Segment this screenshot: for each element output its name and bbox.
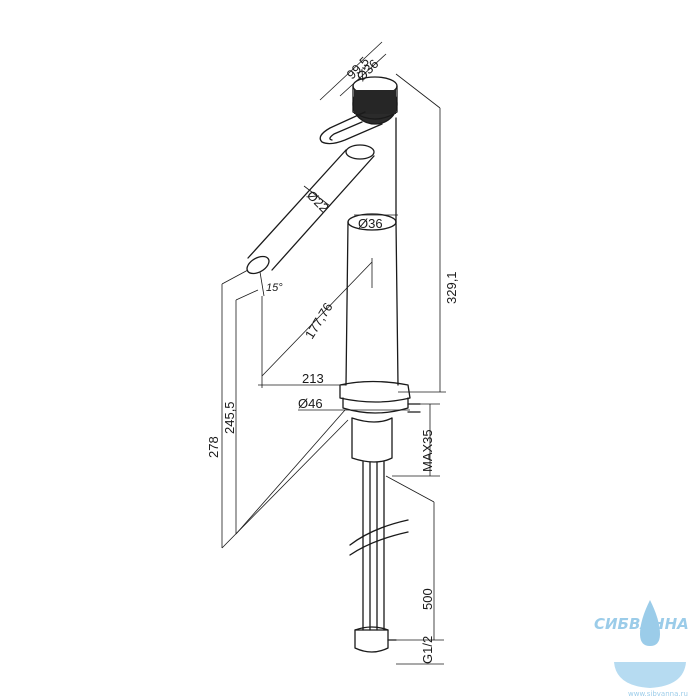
watermark-logo: СИБВАННА www.sibvanna.ru (594, 600, 689, 698)
dim-15-degrees: 15° (266, 282, 283, 294)
water-drop-icon (640, 600, 660, 646)
dim-g1-2: G1/2 (420, 636, 435, 664)
dim-329-1: 329,1 (444, 271, 459, 304)
dim-213: 213 (302, 371, 324, 386)
supply-hoses (349, 461, 409, 653)
spout (246, 144, 375, 297)
dim-278: 278 (206, 436, 221, 458)
dim-177-76: 177,76 (302, 300, 336, 342)
dim-dia36-body: Ø36 (358, 216, 383, 231)
bathtub-icon (614, 662, 686, 688)
dimension-lines (221, 41, 446, 665)
dim-max35: MAX35 (420, 429, 435, 472)
handle-lever (319, 76, 398, 145)
dim-245-5: 245,5 (222, 401, 237, 434)
watermark-brand: СИБВАННА (594, 615, 689, 633)
dim-dia46: Ø46 (298, 396, 323, 411)
dim-500: 500 (420, 588, 435, 610)
watermark-url: www.sibvanna.ru (628, 690, 688, 698)
faucet-body (339, 117, 421, 463)
